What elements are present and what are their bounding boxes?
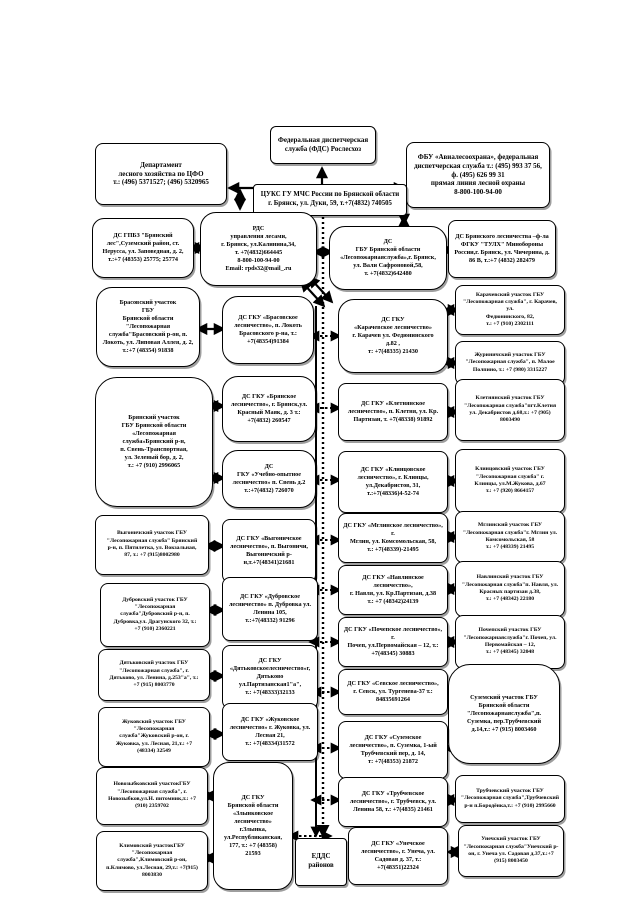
node-department-cfo: Департамент лесного хозяйства по ЦФО т.:… [95, 143, 227, 205]
node-ds-bryansk-minoborony: ДС Брянского лесничества –ф-ла ФГКУ "ТУЛ… [448, 220, 556, 278]
node-zhukovsky-uchastok: Жуковский участок ГБУ "Лесопожарная служ… [98, 707, 210, 767]
node-ds-zhukovskoe: ДС ГКУ «Жуковское лесничество» г. Жуковк… [222, 703, 318, 761]
node-ds-dubrovskoe: ДС ГКУ «Дубровское лесничество» п. Дубро… [222, 577, 318, 641]
node-vygonichsky-uchastok: Выгоничский участок ГБУ "Лесопожарная сл… [95, 515, 209, 575]
node-ds-unechskoe: ДС ГКУ «Унечское лесничество», г. Унеча,… [348, 827, 448, 885]
node-ds-pochepskoe: ДС ГКУ «Почепское лесничество», г. Почеп… [338, 617, 448, 667]
node-unechsky-uchastok: Унечский участок ГБУ "Лесопожарная служб… [458, 825, 564, 877]
node-kletnyansky-uchastok: Клетнянский участок ГБУ "Лесопожарная сл… [455, 379, 565, 441]
node-ds-gpbz-bryansky-les: ДС ГПБЗ "Брянский лес",Суземский район, … [92, 218, 194, 278]
node-novozybkovsky-uchastok: Новозыбковский участокГБУ "Лесопожарная … [96, 767, 208, 825]
node-ds-uchebno-opytnoe: ДС ГКУ «Учебно-опытное лесничество» п. С… [222, 450, 316, 508]
node-edds-raionov: ЕДДС районов [295, 838, 347, 886]
node-ds-dyatkovskoe: ДС ГКУ «Дятьковскоелесничество»г, Дятько… [222, 645, 318, 709]
node-ds-vygonichskoe: ДС ГКУ «Выгоничское лесничество», п. Выг… [222, 519, 316, 583]
node-rds-forest-mgmt: РДС управления лесами, г. Брянск, ул.Кал… [200, 212, 317, 286]
node-mglinsky-uchastok: Мглинский участок ГБУ "Лесопожарная служ… [455, 511, 565, 563]
node-avialesookhrana: ФБУ «Авиалесоохрана», федеральная диспет… [406, 142, 550, 208]
node-ds-kletnyanskoe: ДС ГКУ «Клетнянское лесничество», п. Кле… [338, 383, 448, 441]
node-fds-rosleskhoz: Федеральная диспетчерская служба (ФДС) Р… [270, 126, 376, 164]
node-klintsovsky-uchastok: Клинцовский участок ГБУ "Лесопожарная сл… [455, 449, 565, 513]
node-ds-trubchevskoe: ДС ГКУ «Трубчевское лесничество», г. Тру… [338, 777, 448, 827]
node-dyatkovsky-uchastok: Дятьковский участок ГБУ "Лесопожарная сл… [98, 649, 210, 701]
node-brasovsky-uchastok: Брасовский участок ГБУ Брянской области … [96, 287, 200, 367]
node-pochepsky-uchastok: Почепский участок ГБУ "Лесопожарнаяслужб… [455, 615, 565, 669]
node-bryansky-uchastok: Брянский участок ГБУ Брянской области «Л… [95, 377, 213, 507]
node-navlinsky-uchastok: Навлинский участок ГБУ "Лесопожарная слу… [455, 561, 565, 617]
node-trubchevsky-uchastok: Трубчевский участок ГБУ "Лесопожарная сл… [455, 775, 565, 823]
node-ds-klintsovskoe: ДС ГКУ «Клинцовское лесничество», г. Кли… [338, 451, 448, 513]
node-ds-suzemskoe: ДС ГКУ «Суземское лесничество», п. Сузем… [338, 721, 448, 779]
node-suzemsky-uchastok: Суземский участок ГБУ Брянской области "… [448, 664, 560, 764]
node-ds-mglinskoe: ДС ГКУ «Мглинское лесничество», г. Мглин… [338, 513, 448, 563]
node-ds-sevskoe: ДС ГКУ «Севское лесничество», г. Севск, … [338, 669, 448, 715]
node-ds-brasovskoe: ДС ГКУ «Брасовское лесничество», п. Локо… [222, 296, 314, 364]
node-ds-zlynkovskoe: ДС ГКУ Брянской области «Злынковское лес… [213, 762, 293, 890]
node-klimovsky-uchastok: Климовский участокГБУ "Лесопожарная служ… [96, 831, 208, 891]
node-karachevsky-uchastok: Карачевский участок ГБУ "Лесопожарная сл… [455, 285, 565, 335]
node-ds-gbu-lesopozharnaya: ДС ГБУ Брянской области «Лесопожарнаяслу… [329, 226, 447, 290]
node-ds-navlinskoe: ДС ГКУ «Навлинское лесничество», г. Навл… [338, 565, 448, 615]
node-ds-karachevskoe: ДС ГКУ «Карачевское лесничество» г. Кара… [338, 299, 448, 373]
node-dubrovsky-uchastok: Дубровский участок ГБУ "Лесопожарная слу… [100, 583, 210, 647]
node-ds-bryanskoe: ДС ГКУ «Брянское лесничество», г. Брянск… [222, 376, 316, 442]
